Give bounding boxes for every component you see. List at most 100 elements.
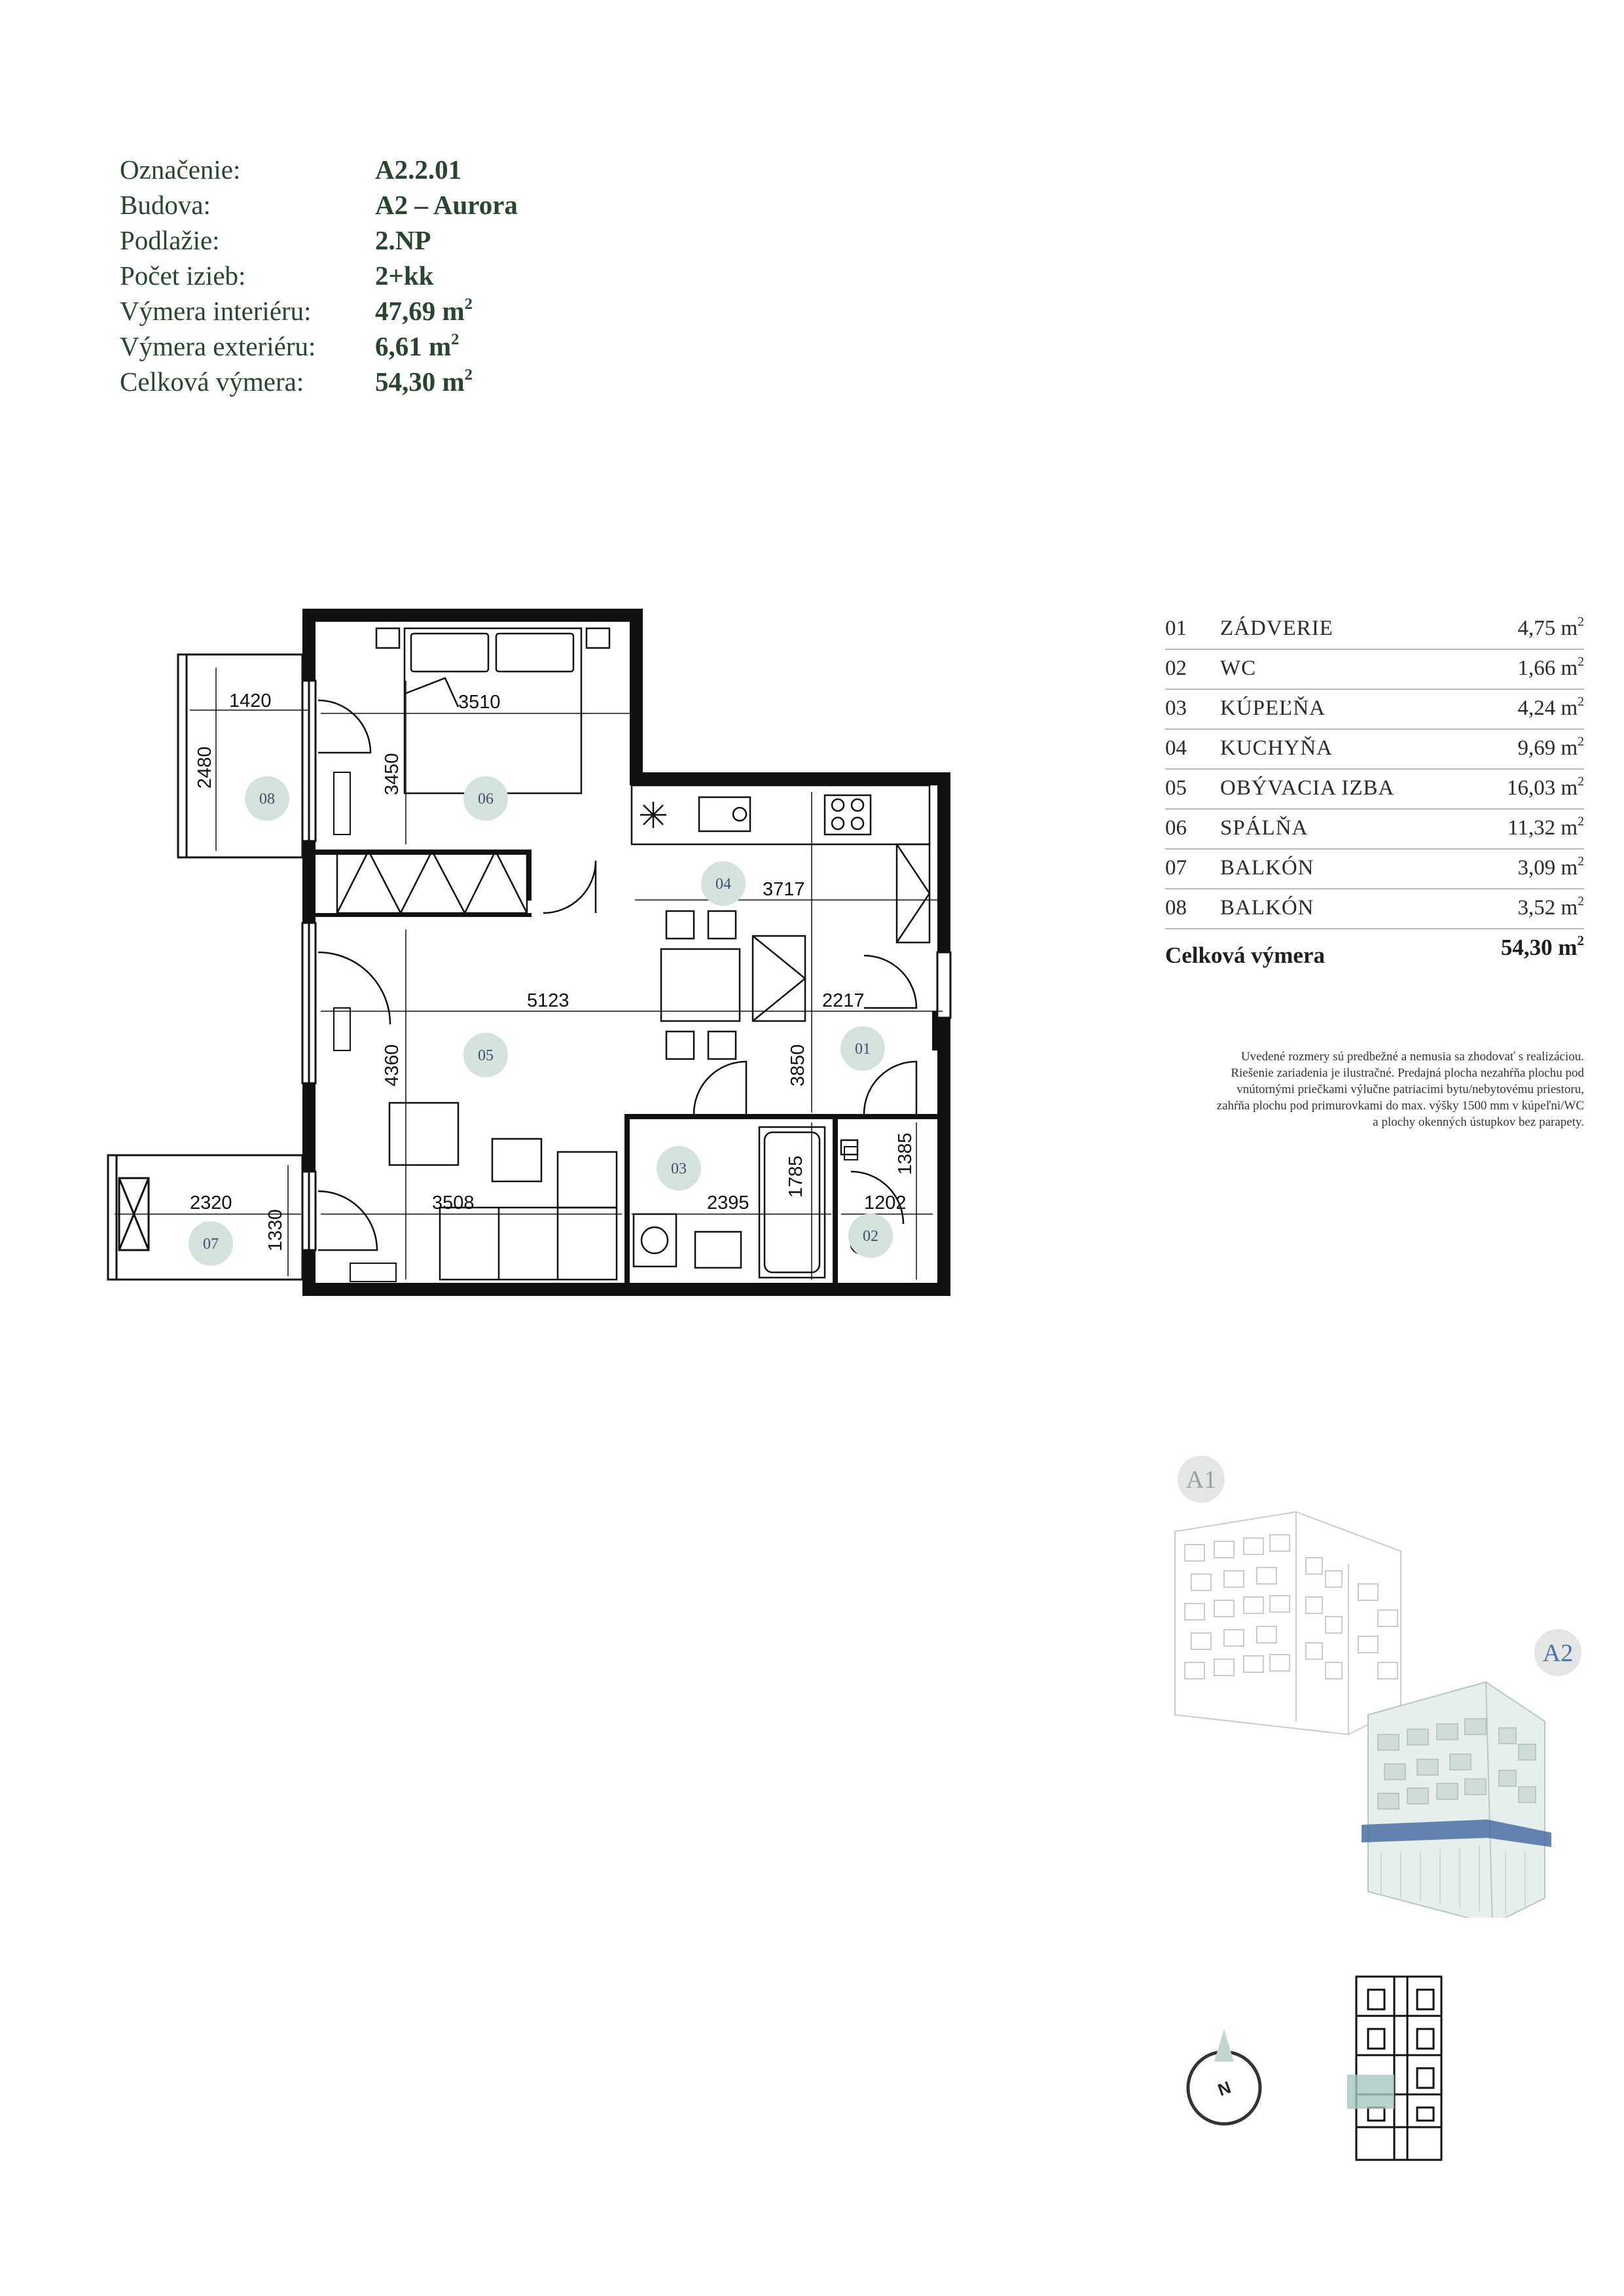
info-value: A2.2.01: [375, 154, 462, 185]
badge-01: 01: [855, 1041, 871, 1058]
dim-4360: 4360: [382, 1044, 403, 1086]
info-label: Výmera interiéru:: [120, 296, 312, 326]
building-a2: A2: [1362, 1629, 1581, 1918]
room-area: 3,52 m2: [1517, 894, 1584, 920]
dim-1385: 1385: [895, 1132, 916, 1175]
info-label: Výmera exteriéru:: [120, 331, 316, 361]
room-name: KUCHYŇA: [1220, 736, 1333, 760]
dimension-lines: [115, 668, 943, 1280]
table-row: 03 KÚPEĽŇA 4,24 m2: [1165, 689, 1584, 730]
table-row: 01 ZÁDVERIE 4,75 m2: [1165, 609, 1584, 650]
dim-2395: 2395: [707, 1193, 749, 1213]
info-value: 2+kk: [375, 260, 434, 291]
room-area: 4,75 m2: [1517, 615, 1584, 640]
room-number: 04: [1165, 736, 1187, 760]
site-plan: N: [1186, 1975, 1443, 2161]
info-value: 6,61 m2: [375, 331, 460, 361]
table-row: 06 SPÁLŇA 11,32 m2: [1165, 808, 1584, 850]
dim-3508: 3508: [432, 1193, 475, 1213]
room-number: 08: [1165, 896, 1187, 920]
building-thumbnails: A1 A2: [1174, 1456, 1581, 1918]
dim-2480: 2480: [194, 746, 215, 789]
unit-highlight: [1347, 2075, 1394, 2109]
dim-5123: 5123: [527, 990, 569, 1011]
dim-3450: 3450: [382, 753, 403, 795]
kitchen-counter: [630, 784, 931, 944]
building-a2-label: A2: [1543, 1640, 1573, 1667]
building-a1-label: A1: [1186, 1466, 1216, 1494]
disclaimer-line: zahŕňa plochu pod primurovkami do max. v…: [1216, 1099, 1584, 1113]
room-number: 03: [1165, 696, 1187, 720]
total-label: Celková výmera: [1165, 942, 1325, 968]
info-value: A2 – Aurora: [375, 190, 518, 220]
disclaimer-line: Uvedené rozmery sú predbežné a nemusia s…: [1240, 1050, 1584, 1064]
disclaimer-line: a plochy okenných ústupkov bez parapety.: [1373, 1115, 1584, 1129]
info-value: 2.NP: [375, 225, 431, 255]
room-area: 4,24 m2: [1517, 694, 1584, 720]
info-label: Podlažie:: [120, 225, 220, 255]
table-row: 02 WC 1,66 m2: [1165, 649, 1584, 690]
badge-02: 02: [863, 1228, 878, 1245]
walls: [302, 609, 950, 1296]
compass-north-label: N: [1215, 2077, 1233, 2100]
room-area: 9,69 m2: [1517, 734, 1584, 760]
floor-plan: 1420 3510 2480 3450 3717 5123 2217 4360 …: [107, 609, 952, 1296]
badge-07: 07: [203, 1236, 219, 1253]
living-furniture: [388, 1102, 618, 1281]
compass-icon: N: [1186, 2029, 1262, 2126]
room-area: 11,32 m2: [1507, 814, 1584, 840]
building-a1: A1: [1174, 1456, 1401, 1736]
balcony-08: [177, 653, 304, 859]
dim-3850: 3850: [787, 1044, 808, 1086]
info-label: Celková výmera:: [120, 367, 304, 397]
badge-04: 04: [715, 876, 731, 893]
room-number: 01: [1165, 617, 1187, 640]
dim-1330: 1330: [265, 1209, 286, 1251]
windows: [301, 679, 952, 1251]
wardrobe: [336, 849, 528, 915]
table-row: 04 KUCHYŇA 9,69 m2: [1165, 728, 1584, 770]
info-label: Budova:: [120, 190, 211, 220]
room-name: BALKÓN: [1220, 856, 1314, 880]
dim-2320: 2320: [190, 1193, 232, 1213]
dimension-labels: 1420 3510 2480 3450 3717 5123 2217 4360 …: [190, 691, 916, 1251]
room-name: OBÝVACIA IZBA: [1220, 776, 1395, 800]
dim-1785: 1785: [785, 1155, 806, 1198]
table-row: 05 OBÝVACIA IZBA 16,03 m2: [1165, 768, 1584, 810]
dim-3510: 3510: [458, 692, 501, 713]
room-name: WC: [1220, 656, 1257, 680]
room-number: 07: [1165, 856, 1187, 880]
disclaimer-line: Riešenie zariadenia je ilustračné. Preda…: [1231, 1066, 1584, 1080]
room-number: 05: [1165, 776, 1187, 800]
room-number: 06: [1165, 816, 1187, 840]
room-name: SPÁLŇA: [1220, 816, 1308, 840]
dim-2217: 2217: [822, 990, 865, 1011]
shafts: [333, 772, 858, 1282]
disclaimer-line: vnútornými priečkami výlučne patriacimi …: [1236, 1083, 1584, 1096]
badge-05: 05: [478, 1047, 494, 1064]
dim-1420: 1420: [229, 691, 272, 711]
table-row: 08 BALKÓN 3,52 m2: [1165, 888, 1584, 929]
room-area: 1,66 m2: [1517, 655, 1584, 680]
badge-03: 03: [671, 1160, 687, 1177]
room-area: 3,09 m2: [1517, 854, 1584, 880]
dim-3717: 3717: [763, 879, 805, 900]
room-name: BALKÓN: [1220, 896, 1314, 920]
room-name: KÚPEĽŇA: [1220, 696, 1326, 720]
room-area: 16,03 m2: [1506, 774, 1584, 800]
badge-08: 08: [259, 791, 275, 808]
dim-1202: 1202: [864, 1193, 907, 1213]
room-number: 02: [1165, 656, 1187, 680]
table-row: 07 BALKÓN 3,09 m2: [1165, 848, 1584, 889]
badge-06: 06: [478, 791, 494, 808]
dining-table: [660, 910, 806, 1060]
room-name: ZÁDVERIE: [1220, 617, 1333, 640]
disclaimer: Uvedené rozmery sú predbežné a nemusia s…: [1165, 1049, 1584, 1130]
room-badges: 08 06 04 05 01 03 02 07: [189, 776, 893, 1266]
building-footprint: [1355, 1975, 1443, 2161]
doors: [317, 699, 918, 1251]
table-total-row: Celková výmera 54,30 m2: [1165, 933, 1584, 975]
info-value: 47,69 m2: [375, 295, 473, 326]
total-area: 54,30 m2: [1500, 933, 1584, 960]
info-value: 54,30 m2: [375, 366, 473, 397]
